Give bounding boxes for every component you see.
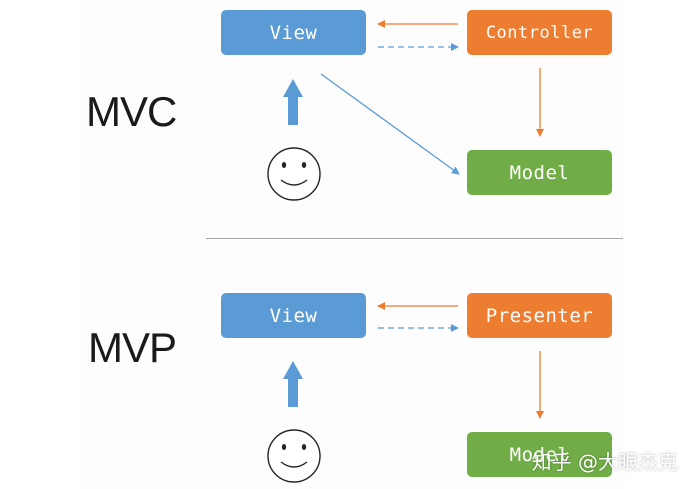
mvp-model-box: Model <box>467 432 612 477</box>
up-arrow-icon <box>283 361 303 407</box>
watermark-text: 知乎 @大眼杰克 <box>531 450 678 474</box>
diagram-panel <box>78 0 626 489</box>
mvc-controller-box: Controller <box>467 10 612 55</box>
mvp-label: MVP <box>88 324 177 371</box>
mvc-view-box: View <box>221 10 366 55</box>
smiley-face-icon <box>267 147 321 201</box>
smiley-face-icon <box>267 429 321 483</box>
section-divider <box>206 238 623 239</box>
mvc-view-to-model-arrow <box>320 73 460 175</box>
mvp-presenter-box: Presenter <box>467 293 612 338</box>
mvc-model-box: Model <box>467 150 612 195</box>
mvc-label: MVC <box>86 88 177 135</box>
mvp-view-box: View <box>221 293 366 338</box>
up-arrow-icon <box>283 79 303 125</box>
